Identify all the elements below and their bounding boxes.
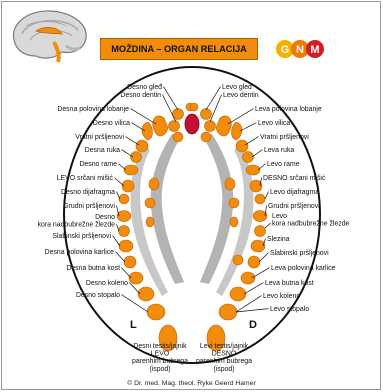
organ-label-left-line: Slabinski pršljenovi bbox=[52, 233, 111, 240]
organ-label-left: Desna ruka bbox=[85, 147, 120, 154]
organ-label-left: Vratni pršljenovi bbox=[75, 134, 124, 141]
organ-label-left: Desno rame bbox=[79, 161, 117, 168]
organ-label-right: Levo dentin bbox=[223, 92, 259, 99]
organ-label-right-line: Slabinski pršljenovi bbox=[270, 250, 329, 257]
organ-label-right-line: Levo bbox=[272, 213, 287, 220]
organ-label-left: LEVO srčani mišić bbox=[57, 175, 114, 182]
organ-label-right-line: Grudni pršljenovi bbox=[268, 203, 320, 210]
organ-label-right-line: Levo dijafragma bbox=[270, 189, 319, 196]
organ-label-left-line: Desna ruka bbox=[85, 147, 120, 154]
organ-label-right-line: DESNO srčani mišić bbox=[263, 175, 326, 182]
organ-label-left: Desno vilica bbox=[93, 120, 130, 127]
organ-label-right: Levo vilica bbox=[258, 120, 290, 127]
organ-label-left-line: Desno rame bbox=[79, 161, 117, 168]
bottom-label-left-text: Desni testis/jajnikLEVOparenhim bubrega(… bbox=[132, 343, 188, 373]
organ-label-left: Desno dentin bbox=[120, 92, 161, 99]
organ-label-left-line: Desno dijafragma bbox=[61, 189, 115, 196]
organ-label-right-line: Levo koleno bbox=[263, 293, 300, 300]
organ-label-left: Desno dijafragma bbox=[61, 189, 115, 196]
organ-label-right-line: Vratni pršljenovi bbox=[260, 134, 309, 141]
organ-label-right-line: Levo gleđ bbox=[222, 84, 252, 91]
organ-label-right-line: Leva polovina lobanje bbox=[255, 106, 322, 113]
organ-label-right-line: Levo rame bbox=[267, 161, 300, 168]
organ-label-left-line: Desno bbox=[95, 214, 115, 221]
bottom-label-left-text-line: parenhim bubrega bbox=[132, 358, 188, 365]
bottom-label-right-text: Levi testis/jajnikDESNOparenhim bubrega(… bbox=[196, 343, 252, 373]
organ-label-right-line: Slezina bbox=[267, 236, 290, 243]
organ-label-left: Desno koleno bbox=[86, 280, 128, 287]
organ-label-right: Levo koleno bbox=[263, 293, 300, 300]
organ-label-right: DESNO srčani mišić bbox=[263, 175, 326, 182]
organ-label-left: Desna polovina lobanje bbox=[57, 106, 129, 113]
bottom-label-left-text-line: (ispod) bbox=[149, 366, 170, 373]
bottom-label-right-text-line: (ispod) bbox=[213, 366, 234, 373]
organ-label-left: Grudni pršljenovi bbox=[63, 203, 115, 210]
organ-label-right: Vratni pršljenovi bbox=[260, 134, 309, 141]
organ-label-right-line: Leva ruka bbox=[264, 147, 294, 154]
bottom-label-right: Levi testis/jajnikDESNOparenhim bubrega(… bbox=[196, 343, 252, 373]
side-label-right: D bbox=[249, 319, 257, 331]
organ-label-left-line: Desna polovina karlice bbox=[45, 249, 114, 256]
organ-label-left-line: Desno gleđ bbox=[127, 84, 162, 91]
bottom-label-right-text-line: Levi testis/jajnik bbox=[200, 343, 249, 350]
organ-label-left-line: Vratni pršljenovi bbox=[75, 134, 124, 141]
organ-label-left-line: LEVO srčani mišić bbox=[57, 175, 114, 182]
organ-label-right: Leva butna kost bbox=[265, 280, 314, 287]
organ-label-right: Leva polovina lobanje bbox=[255, 106, 322, 113]
organ-label-right: Levo gleđ bbox=[222, 84, 252, 91]
organ-label-right: Levo stopalo bbox=[270, 306, 309, 313]
side-label-left: L bbox=[130, 319, 137, 331]
organ-label-left: Desno stopalo bbox=[76, 292, 120, 299]
organ-label-right: Levo rame bbox=[267, 161, 300, 168]
organ-label-right-line: Levo stopalo bbox=[270, 306, 309, 313]
bottom-label-left-text-line: LEVO bbox=[151, 351, 170, 358]
organ-label-left-line: Desno vilica bbox=[93, 120, 130, 127]
organ-label-right-line: Leva polovina karlice bbox=[271, 265, 336, 272]
organ-label-left: Desna butna kost bbox=[66, 265, 120, 272]
organ-label-right: Slabinski pršljenovi bbox=[270, 250, 329, 257]
organ-label-right: Slezina bbox=[267, 236, 290, 243]
organ-label-left: Desna polovina karlice bbox=[45, 249, 114, 256]
organ-label-left-line: Desna butna kost bbox=[66, 265, 120, 272]
bottom-label-right-text-line: parenhim bubrega bbox=[196, 358, 252, 365]
organ-label-right-line: kora nadbubrežne žlezde bbox=[272, 221, 350, 228]
organ-label-left: Desno gleđ bbox=[127, 84, 162, 91]
organ-label-left-line: Desna polovina lobanje bbox=[57, 106, 129, 113]
organ-label-right: Grudni pršljenovi bbox=[268, 203, 320, 210]
bottom-label-right-text-line: DESNO bbox=[212, 351, 237, 358]
organ-label-right: Leva ruka bbox=[264, 147, 294, 154]
organ-label-left-line: Grudni pršljenovi bbox=[63, 203, 115, 210]
copyright-notice: © Dr. med. Mag. theol. Ryke Geerd Hamer bbox=[0, 380, 383, 387]
organ-label-right-line: Leva butna kost bbox=[265, 280, 314, 287]
organ-label-left-line: Desno koleno bbox=[86, 280, 128, 287]
organ-label-right-line: Levo dentin bbox=[223, 92, 259, 99]
organ-label-left: Slabinski pršljenovi bbox=[52, 233, 111, 240]
organ-label-right: Leva polovina karlice bbox=[271, 265, 336, 272]
organ-label-right-line: Levo vilica bbox=[258, 120, 290, 127]
organ-label-right: Levo dijafragma bbox=[270, 189, 319, 196]
organ-label-left-line: Desno stopalo bbox=[76, 292, 120, 299]
organ-label-left-line: kora nadbubrežne žlezde bbox=[38, 222, 116, 229]
organ-label-left-line: Desno dentin bbox=[120, 92, 161, 99]
bottom-label-left-text-line: Desni testis/jajnik bbox=[133, 343, 187, 350]
